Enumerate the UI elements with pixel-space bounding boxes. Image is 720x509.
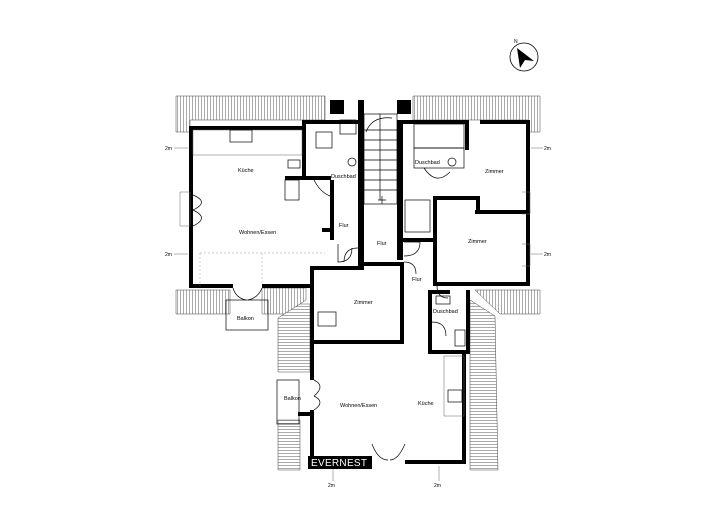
- dim-bottom-right: 2m: [434, 483, 441, 489]
- dim-left-upper: 2m: [165, 146, 172, 152]
- lower-walls: [298, 344, 466, 464]
- roof-hatching: [175, 95, 541, 471]
- room-label-zimmer-top-right: Zimmer: [485, 169, 504, 175]
- dim-left-lower: 2m: [165, 252, 172, 258]
- room-label-kueche-top: Küche: [238, 168, 254, 174]
- compass-letter: N: [514, 39, 518, 45]
- room-label-flur-center: Flur: [377, 241, 387, 247]
- staircase: [363, 113, 398, 205]
- dimension-markers: 2m 2m 2m 2m 2m 2m: [165, 146, 551, 489]
- middle-walls: [310, 238, 470, 354]
- room-label-kueche-bottom: Küche: [418, 401, 434, 407]
- room-label-duschbad-right: Duschbad: [415, 160, 440, 166]
- room-label-duschbad-bottom: Duschbad: [433, 309, 458, 315]
- room-label-zimmer-center: Zimmer: [354, 300, 373, 306]
- dim-bottom-left: 2m: [328, 483, 335, 489]
- room-label-wohnen-top: Wohnen/Essen: [239, 230, 276, 236]
- balcony-bottom-outline: [276, 379, 300, 425]
- room-label-balkon-bottom: Balkon: [284, 396, 301, 402]
- room-label-flur-right: Flur: [412, 277, 422, 283]
- room-label-flur-left: Flur: [339, 223, 349, 229]
- balcony-left-outline: [225, 299, 269, 331]
- room-label-zimmer-mid-right: Zimmer: [468, 239, 487, 245]
- room-label-duschbad-left: Duschbad: [331, 174, 356, 180]
- north-arrow-icon: N: [509, 39, 539, 72]
- room-label-wohnen-bottom: Wohnen/Essen: [340, 403, 377, 409]
- dim-right-lower: 2m: [544, 252, 551, 258]
- interior-details: [179, 119, 531, 417]
- dim-right-upper: 2m: [544, 146, 551, 152]
- upper-walls: [189, 100, 530, 288]
- room-label-balkon-left: Balkon: [237, 316, 254, 322]
- brand-banner: EVERNEST: [308, 456, 372, 469]
- brand-name: EVERNEST: [311, 458, 367, 469]
- door-swings: [192, 167, 451, 461]
